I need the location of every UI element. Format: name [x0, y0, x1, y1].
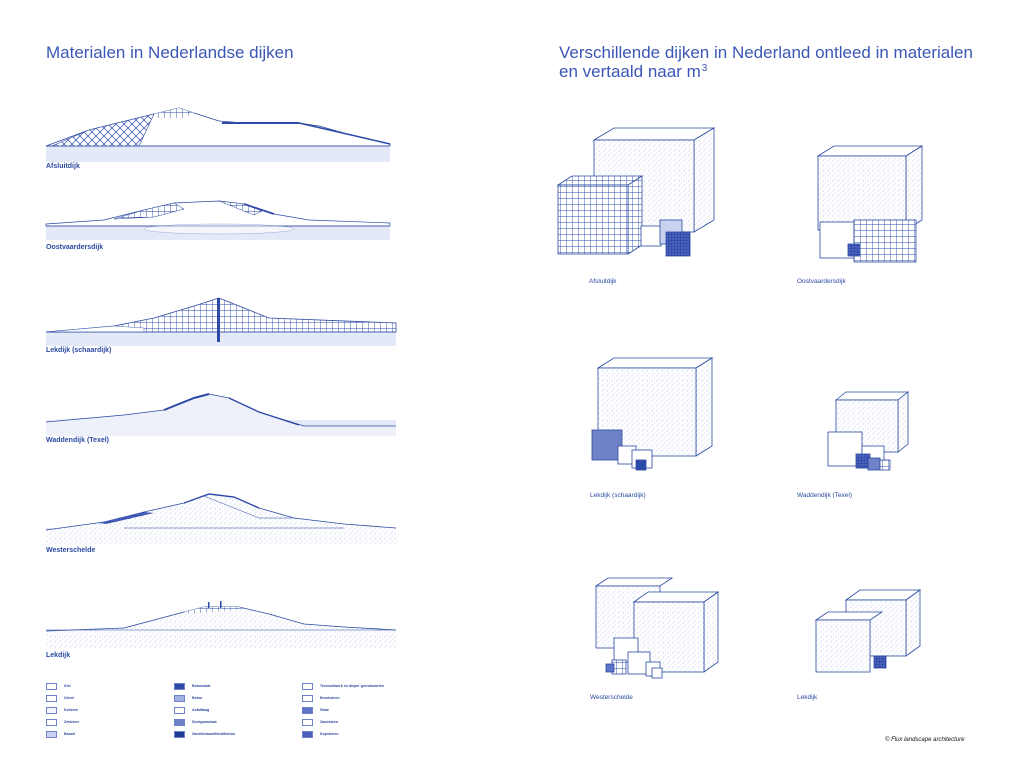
legend-swatch	[46, 683, 57, 690]
legend-label: Zandsteen	[320, 720, 338, 724]
legend-swatch	[302, 731, 313, 738]
legend-label: Betonstaal	[192, 684, 211, 688]
cube-label: Waddendijk (Texel)	[797, 492, 853, 499]
legend-label: Kopstenen	[320, 732, 339, 736]
legend-swatch	[174, 683, 185, 690]
legend-label: Teensuitwerk en dieper grondsoorten	[320, 684, 385, 688]
legend-swatch	[46, 719, 57, 726]
legend-swatch	[174, 719, 185, 726]
cube-group-westerschelde	[594, 577, 720, 679]
page-title-left: Materialen in Nederlandse dijken	[46, 43, 294, 62]
legend-label: Beton	[192, 696, 203, 700]
legend-swatch	[302, 695, 313, 702]
cross-section-lekdijk	[45, 601, 397, 648]
legend-label: Keileem	[64, 708, 78, 712]
cube-group-lekdijk	[814, 589, 922, 673]
legend-label: Staal	[320, 708, 329, 712]
cube-label: Westerschelde	[590, 694, 633, 701]
cross-section-waddendijk-texel	[45, 393, 396, 436]
legend-swatch	[302, 719, 313, 726]
section-label: Afsluitdijk	[46, 163, 80, 170]
credit-text: © Flux landscape architecture	[885, 737, 965, 743]
legend-label: Zandlichaam/Hoofdbeton	[192, 732, 236, 736]
page-title-right: Verschillende dijken in Nederland ontlee…	[559, 43, 999, 81]
cross-section-lekdijk-schaardijk	[45, 297, 397, 346]
legend-label: Zetsteen	[64, 720, 79, 724]
legend-swatch	[174, 695, 185, 702]
cube-group-waddendijk-texel	[827, 391, 910, 471]
cross-section-oostvaardersdijk	[45, 200, 391, 240]
legend-label: Stortgranulaat	[192, 720, 217, 724]
legend-swatch	[174, 731, 185, 738]
cube-label: Oostvaardersdijk	[797, 278, 846, 285]
legend-label: Asfaltlaag	[192, 708, 210, 712]
legend-swatch	[302, 683, 313, 690]
cube-group-oostvaardersdijk	[816, 145, 924, 263]
cube-group-lekdijk-schaardijk	[591, 357, 714, 471]
title-right-superscript: 3	[701, 63, 708, 74]
cube-label: Lekdijk	[797, 694, 818, 701]
legend-swatch	[46, 731, 57, 738]
section-label: Oostvaardersdijk	[46, 244, 104, 251]
cross-section-westerschelde	[45, 493, 397, 544]
legend-swatch	[46, 695, 57, 702]
legend-label: Klei	[64, 684, 71, 688]
section-label: Lekdijk	[46, 652, 71, 659]
cube-label: Lekdijk (schaardijk)	[590, 492, 646, 499]
section-label: Waddendijk (Texel)	[46, 437, 110, 444]
section-label: Westerschelde	[46, 547, 96, 554]
legend-label: Grind	[64, 696, 74, 700]
section-label: Lekdijk (schaardijk)	[46, 347, 112, 354]
legend-swatch	[302, 707, 313, 714]
cross-section-afsluitdijk	[45, 107, 391, 162]
material-legend: Klei Grind Keileem Zetsteen Basalt Beton…	[46, 683, 396, 743]
title-right-line1: Verschillende dijken in Nederland ontlee…	[559, 43, 973, 62]
legend-swatch	[174, 707, 185, 714]
cube-label: Afsluitdijk	[589, 278, 617, 285]
cube-group-afsluitdijk	[556, 127, 716, 257]
title-right-line2: en vertaald naar m	[559, 62, 701, 81]
legend-label: Basalt	[64, 732, 75, 736]
legend-swatch	[46, 707, 57, 714]
legend-label: Breuksteen	[320, 696, 340, 700]
